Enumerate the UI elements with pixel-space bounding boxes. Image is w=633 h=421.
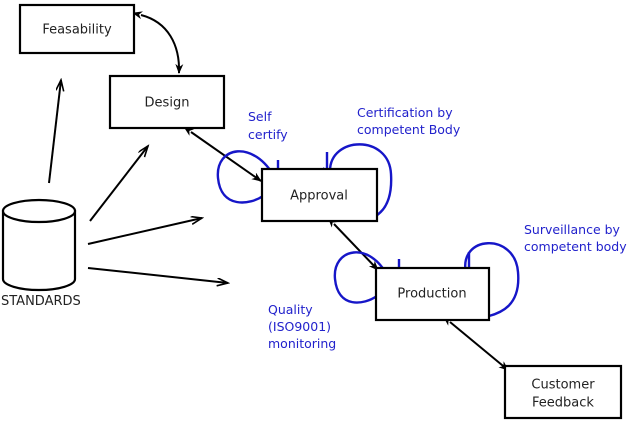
datastore-standards: STANDARDS <box>1 198 81 309</box>
connector-standards-to-design <box>89 146 148 222</box>
annotation-surveillance-line2: competent body <box>524 239 627 254</box>
connector-standards-to-approval <box>87 218 202 245</box>
connector-standards-to-feasability <box>48 80 61 184</box>
node-approval[interactable]: Approval <box>260 167 379 223</box>
connector-approval-production <box>327 217 379 271</box>
node-approval-label: Approval <box>290 189 348 204</box>
annotation-quality-line1: Quality <box>268 302 313 317</box>
annotation-certification-line2: competent Body <box>357 122 461 137</box>
connector-standards-to-production <box>87 267 228 283</box>
node-design[interactable]: Design <box>108 74 226 130</box>
node-production[interactable]: Production <box>374 266 491 322</box>
annotation-quality-line2: (ISO9001) <box>268 319 331 334</box>
annotation-quality-line3: monitoring <box>268 336 336 351</box>
node-design-label: Design <box>145 96 190 111</box>
node-feasability-label: Feasability <box>42 23 112 38</box>
datastore-standards-label: STANDARDS <box>1 294 81 309</box>
annotation-self-certify-line2: certify <box>248 127 288 142</box>
annotation-surveillance: Surveillance by competent body <box>524 222 627 254</box>
annotation-self-certify: Self certify <box>248 109 288 142</box>
node-customer-feedback-label-line1: Customer <box>531 378 595 393</box>
annotation-certification-line1: Certification by <box>357 105 453 120</box>
connector-production-customer-feedback <box>443 316 509 371</box>
node-customer-feedback-label-line2: Feedback <box>532 396 594 411</box>
annotation-certification: Certification by competent Body <box>357 105 461 137</box>
annotation-surveillance-line1: Surveillance by <box>524 222 621 237</box>
annotation-self-certify-line1: Self <box>248 109 272 124</box>
node-feasability[interactable]: Feasability <box>18 3 136 55</box>
node-customer-feedback[interactable]: Customer Feedback <box>503 364 623 420</box>
connector-feasability-design <box>132 11 184 74</box>
annotation-quality-monitoring: Quality (ISO9001) monitoring <box>268 302 336 351</box>
node-production-label: Production <box>397 287 466 302</box>
